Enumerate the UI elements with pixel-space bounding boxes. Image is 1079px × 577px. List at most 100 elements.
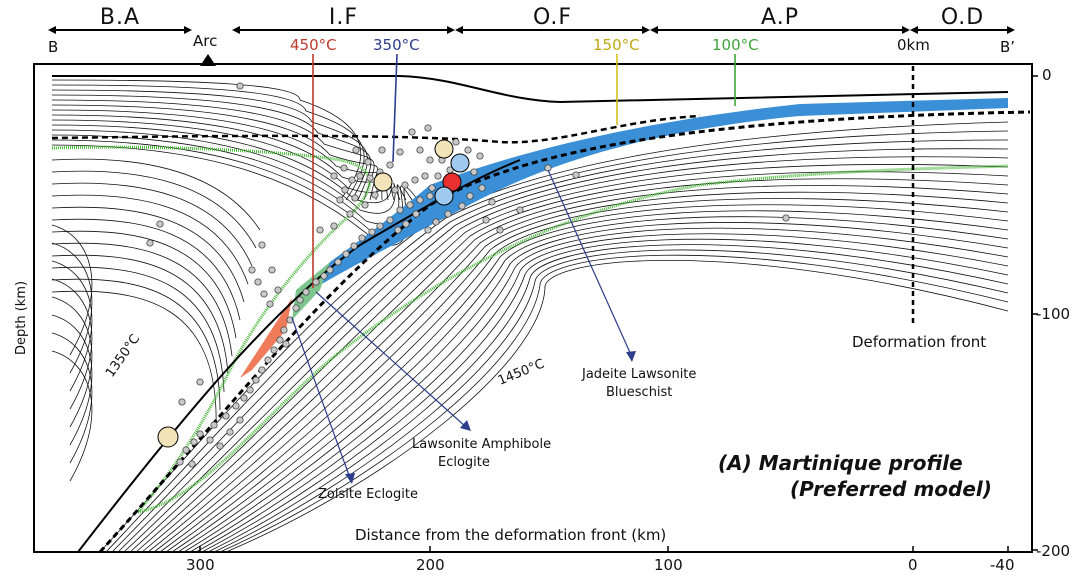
earthquake-marker: [348, 176, 356, 184]
surface-topography: [52, 75, 1009, 104]
earthquake-marker: [452, 138, 460, 146]
zero-km-label: 0km: [897, 36, 930, 54]
x-tick-100: 100: [654, 556, 683, 574]
earthquake-marker: [274, 286, 282, 294]
earthquake-marker: [406, 201, 414, 209]
earthquake-marker: [216, 442, 224, 450]
earthquake-marker: [312, 278, 320, 286]
earthquake-marker: [358, 234, 366, 242]
earthquake-marker: [411, 176, 419, 184]
focal-mechanism-beachball: [434, 139, 454, 159]
zoisite-eclogite-unit: [240, 298, 292, 378]
temp-1450-label: 1450°C: [496, 357, 547, 389]
segment-of: O.F: [455, 5, 650, 34]
x-tick-0: 0: [908, 556, 918, 574]
earthquake-marker: [226, 428, 234, 436]
x-tick-200: 200: [416, 556, 445, 574]
segment-od: O.D: [910, 5, 1015, 34]
earthquake-marker: [394, 226, 402, 234]
plot-frame: [33, 63, 1033, 553]
focal-mechanism-beachball: [450, 153, 470, 173]
segment-label: O.D: [941, 5, 984, 30]
earthquake-marker: [470, 168, 478, 176]
focal-mechanism-beachball: [373, 172, 393, 192]
focal-mechanisms: [157, 139, 470, 448]
arc-label: Arc: [193, 32, 217, 50]
x-axis-label: Distance from the deformation front (km): [355, 526, 666, 544]
earthquake-marker: [434, 172, 442, 180]
earthquake-marker: [296, 296, 304, 304]
earthquake-marker: [236, 82, 244, 90]
y-tick-200: -200: [1036, 542, 1070, 560]
slab-top-dashed: [98, 110, 1031, 554]
isotherm-450-label: 450°C: [290, 36, 337, 54]
arrowhead-icon: [626, 351, 636, 362]
earthquake-marker: [366, 174, 374, 182]
earthquake-marker: [236, 416, 244, 424]
slab-surface-solid: [77, 159, 521, 553]
earthquake-marker: [340, 164, 348, 172]
earthquake-marker: [146, 239, 154, 247]
earthquake-marker: [336, 196, 344, 204]
green-isotherm-lower: [137, 164, 1009, 514]
earthquake-marker: [488, 198, 496, 206]
isotherm-350-marker: [392, 53, 398, 163]
figure-title-line1: (A) Martinique profile: [718, 451, 963, 475]
earthquake-marker: [782, 214, 790, 222]
earthquake-marker: [352, 146, 360, 154]
section-start-label: B: [48, 38, 58, 56]
earthquake-marker: [408, 128, 416, 136]
earthquake-marker: [516, 206, 524, 214]
earthquake-marker: [402, 220, 410, 228]
earthquake-marker: [302, 288, 310, 296]
earthquake-marker: [178, 398, 186, 406]
earthquake-marker: [182, 446, 190, 454]
earthquake-marker: [330, 222, 338, 230]
earthquake-marker: [246, 386, 254, 394]
earthquake-marker: [341, 186, 349, 194]
earthquake-marker: [464, 146, 472, 154]
lawsonite-amphibole-label: Lawsonite Amphibole: [412, 437, 551, 452]
earthquake-marker: [426, 192, 434, 200]
segment-label: A.P: [761, 5, 799, 30]
earthquake-marker: [364, 158, 372, 166]
focal-mechanism-beachball: [434, 186, 454, 206]
earthquake-marker: [196, 378, 204, 386]
earthquake-marker: [206, 436, 214, 444]
earthquake-marker: [276, 336, 284, 344]
earthquake-marker: [258, 366, 266, 374]
temp-1350-label: 1350°C: [103, 332, 143, 380]
blueschist-label: Blueschist: [606, 385, 672, 400]
segment-ba: B.A: [48, 5, 192, 34]
earthquake-marker: [190, 438, 198, 446]
x-tick-300: 300: [186, 556, 215, 574]
earthquake-marker: [252, 376, 260, 384]
earthquake-marker: [334, 258, 342, 266]
earthquake-marker: [350, 242, 358, 250]
earthquake-marker: [444, 210, 452, 218]
earthquake-marker: [356, 172, 364, 180]
earthquake-marker: [346, 210, 354, 218]
earthquake-marker: [196, 430, 204, 438]
earthquake-marker: [342, 250, 350, 258]
arc-triangle-icon: [200, 54, 216, 66]
leader-arrows: [291, 169, 633, 479]
earthquake-marker: [386, 216, 394, 224]
earthquake-marker: [248, 266, 256, 274]
earthquake-marker: [458, 202, 466, 210]
earthquake-marker: [432, 218, 440, 226]
zoisite-eclogite-label: Zoisite Eclogite: [318, 487, 418, 502]
arrowhead-icon: [345, 473, 355, 484]
earthquake-marker: [222, 412, 230, 420]
moho-dashed: [51, 114, 701, 144]
earthquake-marker: [396, 148, 404, 156]
earthquake-marker: [268, 266, 276, 274]
earthquake-marker: [260, 290, 268, 298]
segment-label: B.A: [100, 5, 140, 30]
earthquake-marker: [572, 171, 580, 179]
y-axis-label: Depth (km): [14, 281, 29, 355]
earthquake-marker: [466, 192, 474, 200]
earthquake-marker: [188, 460, 196, 468]
green-isotherm-upper: [51, 145, 371, 513]
